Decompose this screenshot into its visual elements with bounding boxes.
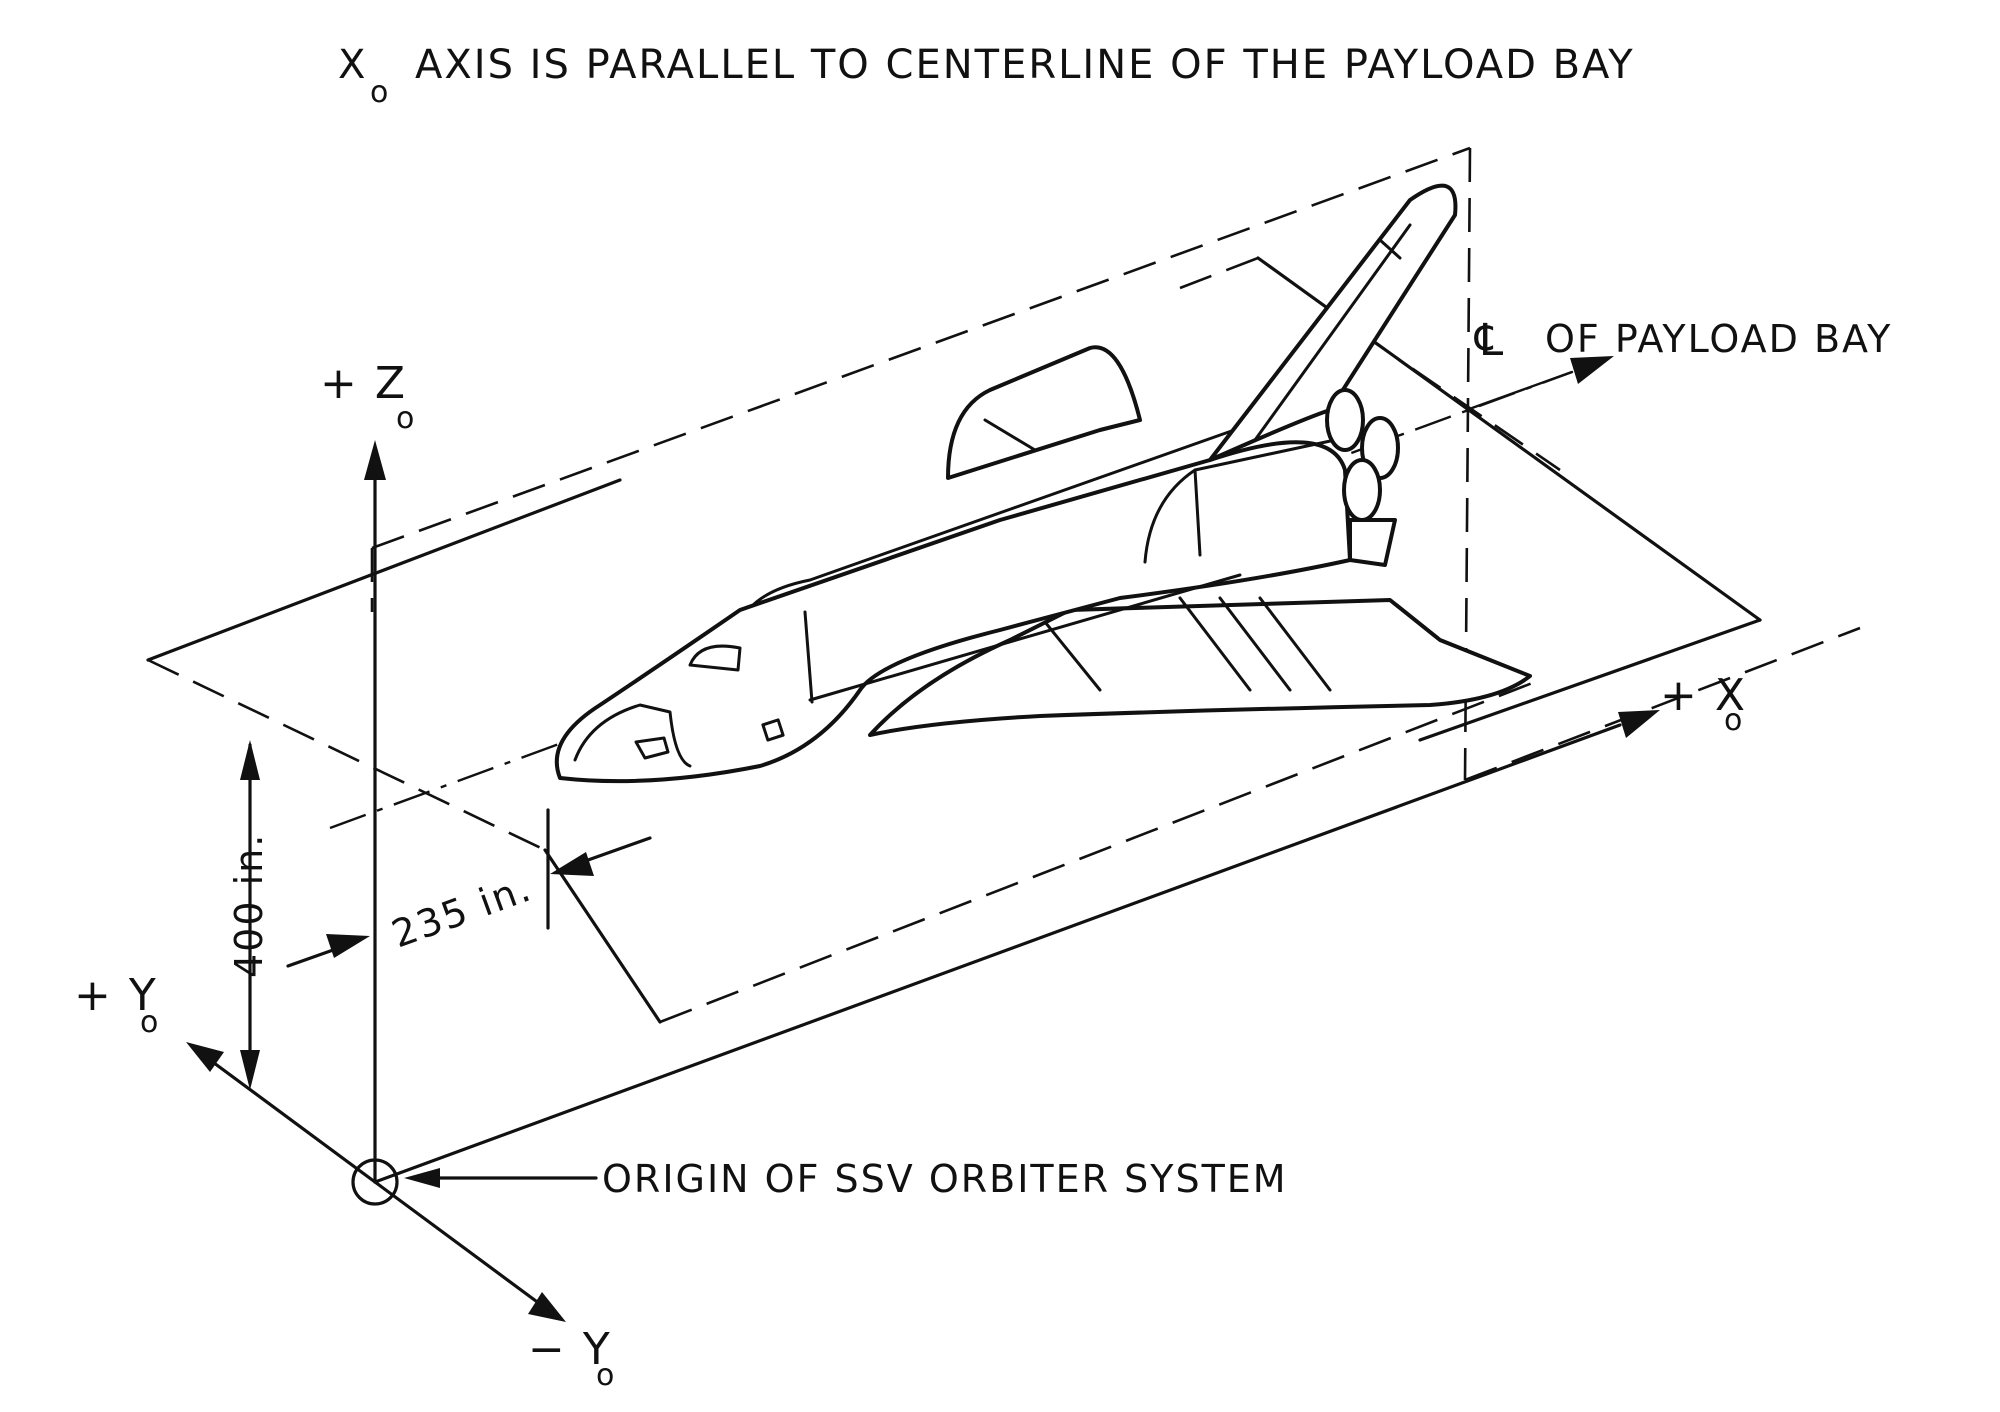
hplane-back-left [146, 478, 622, 662]
dim-235-label: 235 in. [386, 865, 538, 956]
dimension-235-in: 235 in. [286, 808, 652, 968]
minus-y-subscript: o [596, 1358, 616, 1393]
horizontal-reference-plane [146, 256, 1762, 1024]
hplane-back-dashed [1179, 256, 1259, 290]
plus-z-label: + Z [320, 358, 407, 409]
hplane-left-dashed [147, 658, 546, 852]
hatch [761, 718, 785, 742]
hplane-inner-dashed [1329, 310, 1561, 472]
centerline-label: OF PAYLOAD BAY [1545, 317, 1892, 361]
diagram-title: X o AXIS IS PARALLEL TO CENTERLINE OF TH… [338, 42, 1635, 110]
origin-marker [351, 1158, 399, 1206]
title-text: AXIS IS PARALLEL TO CENTERLINE OF THE PA… [415, 42, 1635, 88]
main-engine-upper [1325, 388, 1365, 452]
cockpit-window [688, 644, 742, 672]
plus-y-axis-arrowhead [186, 1042, 224, 1072]
plus-x-subscript: o [1724, 703, 1744, 738]
plus-x-label: + X [1660, 670, 1747, 721]
orbiter-illustration [554, 183, 1532, 784]
plus-y-axis-line [208, 1058, 377, 1184]
plane-top-edge [371, 146, 1471, 550]
title-axis-subscript: o [370, 75, 390, 110]
plus-z-subscript: o [396, 401, 416, 436]
minus-y-label: − Y [528, 1324, 612, 1375]
hplane-right-front [1418, 618, 1762, 742]
centerline-symbol: ℄ [1474, 315, 1505, 366]
origin-label: ORIGIN OF SSV ORBITER SYSTEM [602, 1157, 1288, 1201]
minus-y-axis-line [373, 1180, 542, 1306]
x-axis-arrowhead [1618, 710, 1660, 738]
far-wing [946, 345, 1142, 480]
plus-y-label: + Y [74, 970, 158, 1021]
hplane-front-dashed [659, 678, 1541, 1024]
centerline-arrowhead [1570, 356, 1614, 384]
plane-right-bottom [1464, 626, 1861, 782]
minus-y-axis-arrowhead [528, 1292, 566, 1322]
dim-400-label: 400 in. [227, 833, 271, 978]
callouts: ℄ OF PAYLOAD BAY ORIGIN OF SSV ORBITER S… [404, 315, 1892, 1201]
coordinate-axes [186, 440, 1660, 1322]
x-axis-line [373, 723, 1622, 1184]
z-axis-arrowhead [364, 440, 386, 480]
main-engine-lower [1342, 458, 1382, 522]
hplane-front-left [543, 848, 662, 1024]
dimension-400-in: 400 in. [227, 740, 271, 1090]
plus-y-subscript: o [140, 1005, 160, 1040]
axis-labels: + Z o + X o + Y o − Y o [74, 358, 1747, 1393]
body-flap [1348, 518, 1397, 567]
title-axis-letter: X [338, 42, 367, 88]
